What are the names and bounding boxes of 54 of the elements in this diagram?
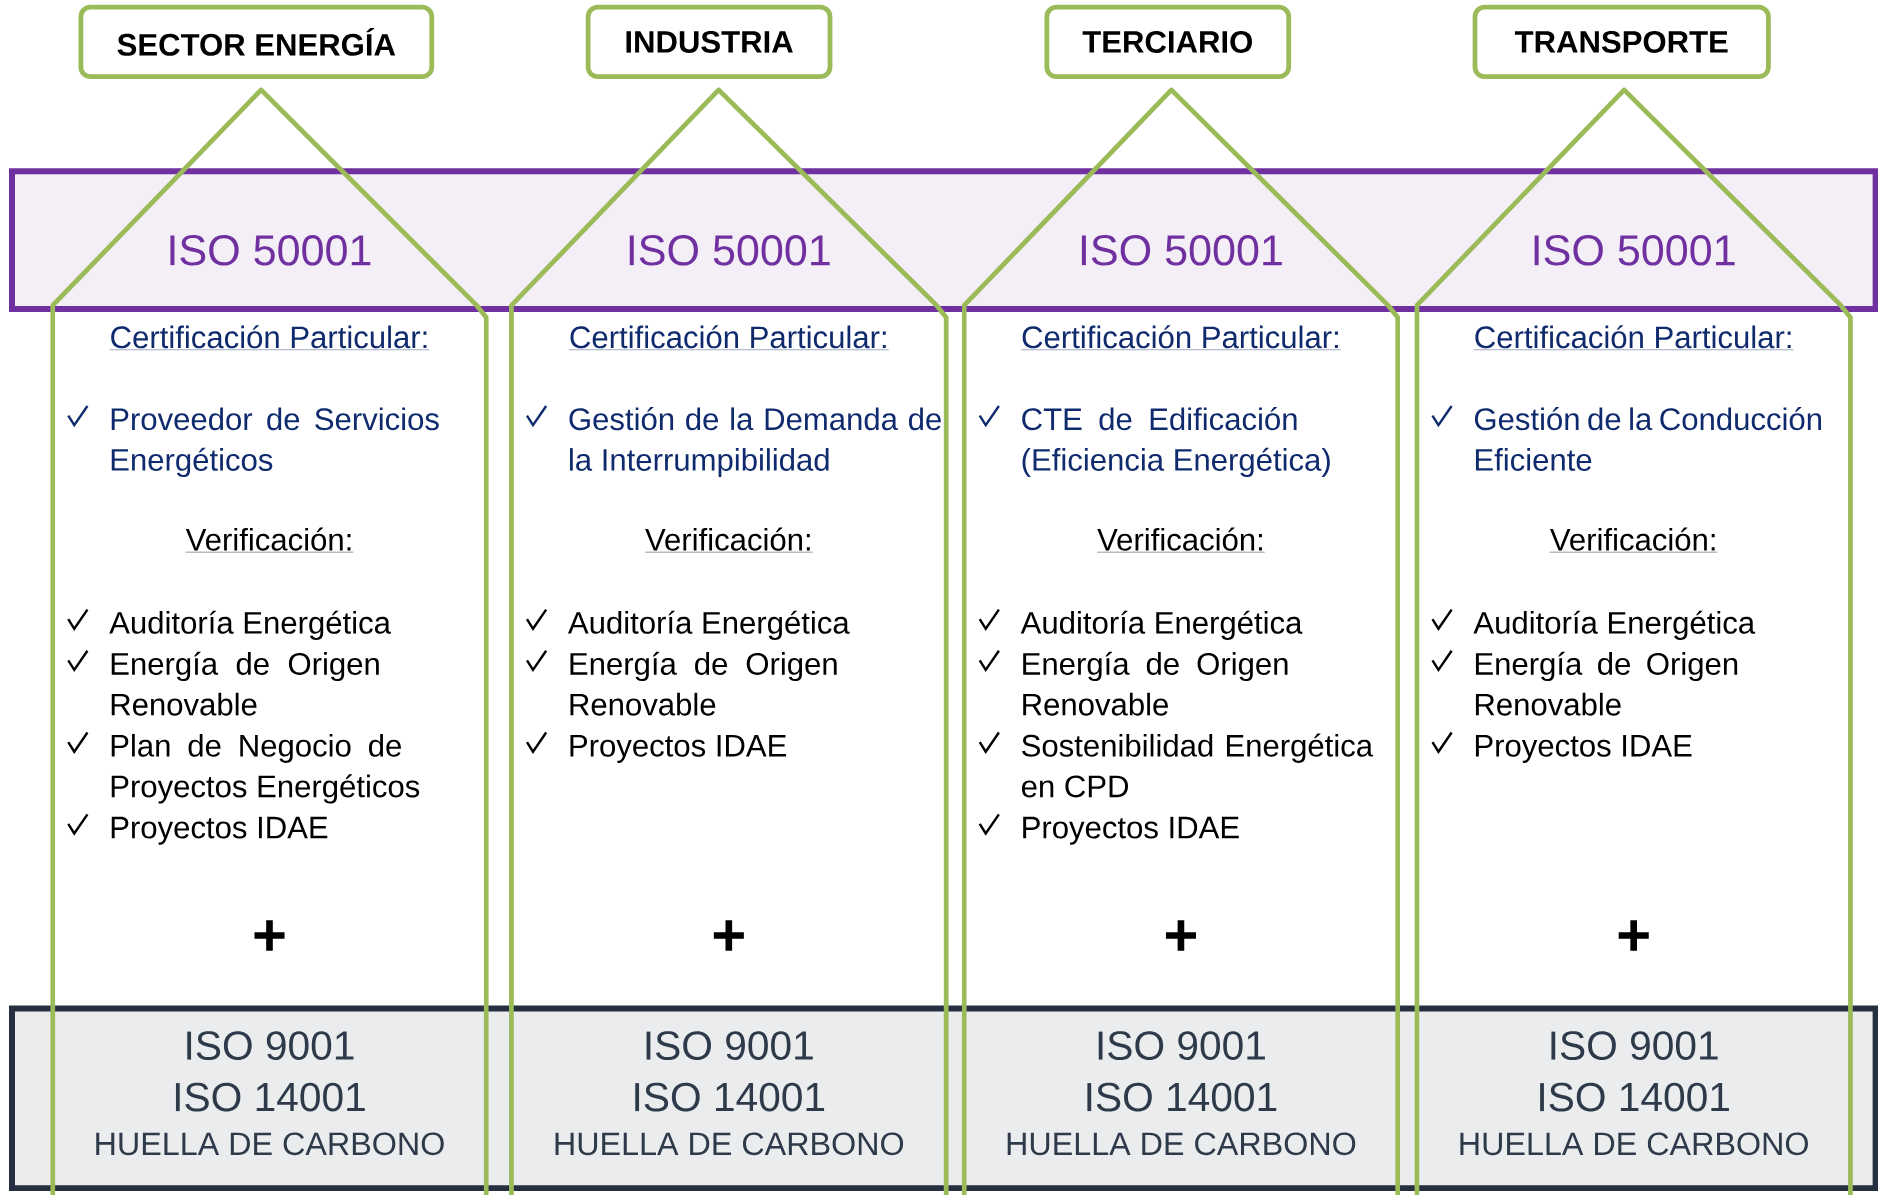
plus-sign: + xyxy=(1165,920,1196,951)
checklist-item: Gestión de la Conducción Eficiente xyxy=(1474,406,1821,471)
checklist-item: Energía de Origen Renovable xyxy=(1475,651,1738,716)
checklist-item: Proyectos IDAE xyxy=(1475,734,1692,763)
house-column xyxy=(1414,87,1853,1195)
standard-label: ISO 9001 xyxy=(646,1031,813,1060)
section-heading: Verificación: xyxy=(185,527,354,553)
checklist-item: CTE de Edificación (Eficiencia Energética) xyxy=(1022,406,1330,477)
checklist-item: Proyectos IDAE xyxy=(111,816,328,845)
section-heading: Certificación Particular: xyxy=(109,325,430,350)
checklist-item: Energía de Origen Renovable xyxy=(1023,651,1288,716)
checklist-item: Auditoría Energética xyxy=(1473,610,1756,640)
standard-label: ISO 50001 xyxy=(1534,234,1735,266)
house-column xyxy=(961,87,1401,1195)
standard-label: HUELLA DE CARBONO xyxy=(96,1132,444,1156)
checklist-item: Proveedor de Servicios Energéticos xyxy=(111,407,439,477)
section-heading: Certificación Particular: xyxy=(1020,325,1341,350)
checklist-item: Proyectos IDAE xyxy=(570,734,787,763)
standard-label: ISO 14001 xyxy=(635,1082,825,1112)
checklist-item: Energía de Origen Renovable xyxy=(111,651,379,716)
section-heading: Verificación: xyxy=(1549,527,1718,553)
standard-label: HUELLA DE CARBONO xyxy=(1460,1132,1808,1156)
standard-label: ISO 50001 xyxy=(170,234,371,266)
standard-label: ISO 50001 xyxy=(629,234,830,266)
standard-label: ISO 14001 xyxy=(1540,1082,1729,1112)
section-heading: Verificación: xyxy=(644,527,813,553)
standard-label: HUELLA DE CARBONO xyxy=(555,1132,904,1156)
plus-sign: + xyxy=(1618,920,1649,951)
checklist-item: Plan de Negocio de Proyectos Energéticos xyxy=(111,733,420,804)
sector-box: INDUSTRIA xyxy=(585,4,833,79)
checklist-item: Auditoría Energética xyxy=(109,610,391,640)
house-column xyxy=(509,87,949,1195)
standard-label: ISO 9001 xyxy=(1098,1031,1265,1060)
sector-box: TRANSPORTE xyxy=(1472,4,1771,79)
checklist-item: Proyectos IDAE xyxy=(1023,816,1239,845)
standard-label: ISO 14001 xyxy=(1087,1082,1277,1112)
checklist-item: Energía de Origen Renovable xyxy=(570,651,837,716)
section-heading: Certificación Particular: xyxy=(568,325,889,350)
checklist-item: Auditoría Energética xyxy=(1020,610,1303,640)
checklist-item: Auditoría Energética xyxy=(568,610,850,640)
plus-sign: + xyxy=(254,920,285,951)
checklist-item: Gestión de la Demanda de la Interrumpibilidad xyxy=(569,406,941,477)
section-heading: Certificación Particular: xyxy=(1473,325,1794,350)
sector-box: SECTOR ENERGÍA xyxy=(78,4,435,79)
standard-label: HUELLA DE CARBONO xyxy=(1007,1132,1356,1156)
checklist-item: Sostenibilidad Energética en CPD xyxy=(1021,733,1374,798)
standard-label: ISO 14001 xyxy=(175,1082,365,1112)
plus-sign: + xyxy=(713,920,744,951)
standard-label: ISO 50001 xyxy=(1081,234,1282,266)
section-heading: Verificación: xyxy=(1096,527,1265,553)
house-column xyxy=(50,87,489,1195)
standard-label: ISO 9001 xyxy=(1551,1031,1718,1060)
sector-box: TERCIARIO xyxy=(1044,4,1292,79)
standard-label: ISO 9001 xyxy=(187,1031,354,1060)
